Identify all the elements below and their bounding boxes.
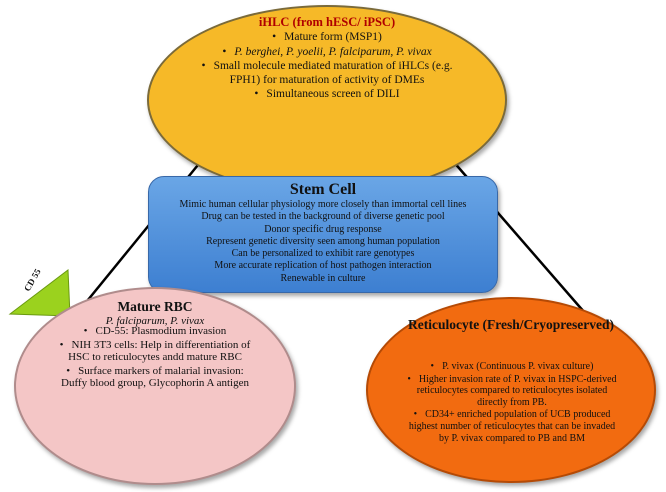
mature-rbc-ellipse: Mature RBC P. falciparum, P. vivax CD-55… xyxy=(14,287,296,485)
ihlc-item: Mature form (MSP1) xyxy=(199,31,455,45)
stem-cell-line: More accurate replication of host pathog… xyxy=(214,260,432,272)
ihlc-item: Small molecule mediated maturation of iH… xyxy=(199,60,455,87)
reticulocyte-item: Higher invasion rate of P. vivax in HSPC… xyxy=(404,374,620,409)
ihlc-item: Simultaneous screen of DILI xyxy=(199,88,455,102)
mature-rbc-title: Mature RBC xyxy=(117,299,193,314)
reticulocyte-title: Reticulocyte (Fresh/Cryopreserved) xyxy=(407,317,615,332)
mature-rbc-item: CD-55: Plasmodium invasion xyxy=(56,325,254,338)
mature-rbc-item: Surface markers of malarial invasion: Du… xyxy=(56,365,254,390)
stem-cell-line: Renewable in culture xyxy=(280,272,366,284)
reticulocyte-item: P. vivax (Continuous P. vivax culture) xyxy=(404,361,620,373)
stem-cell-line: Donor specific drug response xyxy=(264,223,382,235)
mature-rbc-subtitle: P. falciparum, P. vivax xyxy=(105,315,205,327)
ihlc-title: iHLC (from hESC/ iPSC) xyxy=(258,15,396,29)
cd55-tag-shape xyxy=(8,269,71,317)
stem-cell-box: Stem Cell Mimic human cellular physiolog… xyxy=(148,176,498,293)
stem-cell-title: Stem Cell xyxy=(289,181,357,198)
reticulocyte-item: CD34+ enriched population of UCB produce… xyxy=(404,409,620,444)
ihlc-ellipse: iHLC (from hESC/ iPSC) Mature form (MSP1… xyxy=(147,5,507,195)
mature-rbc-list: CD-55: Plasmodium invasion NIH 3T3 cells… xyxy=(56,325,254,391)
reticulocyte-ellipse: Reticulocyte (Fresh/Cryopreserved) P. vi… xyxy=(366,297,656,483)
stem-cell-line: Can be personalized to exhibit rare geno… xyxy=(231,248,415,260)
reticulocyte-list: P. vivax (Continuous P. vivax culture) H… xyxy=(404,361,620,445)
stem-cell-line: Represent genetic diversity seen among h… xyxy=(206,235,440,247)
stem-cell-line: Drug can be tested in the background of … xyxy=(201,211,445,223)
mature-rbc-item: NIH 3T3 cells: Help in differentiation o… xyxy=(56,339,254,364)
ihlc-list: Mature form (MSP1) P. berghei, P. yoelii… xyxy=(199,31,455,103)
ihlc-item: P. berghei, P. yoelii, P. falciparum, P.… xyxy=(199,46,455,60)
stem-cell-lines: Mimic human cellular physiology more clo… xyxy=(149,199,497,285)
stem-cell-line: Mimic human cellular physiology more clo… xyxy=(179,199,467,210)
